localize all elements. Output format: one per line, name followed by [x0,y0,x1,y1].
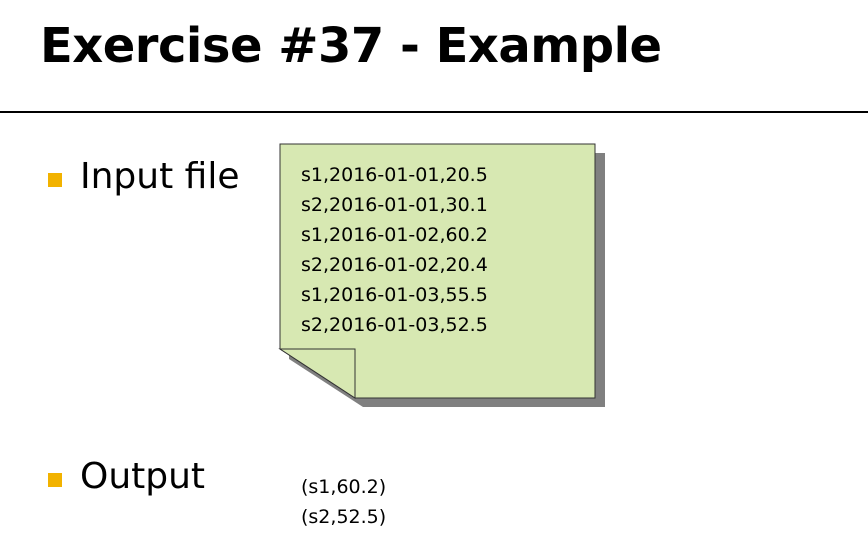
input-line: s2,2016-01-01,30.1 [301,194,488,216]
input-line: s1,2016-01-03,55.5 [301,284,488,306]
input-line: s1,2016-01-02,60.2 [301,224,488,246]
sticky-note-shape [278,143,605,407]
input-line: s2,2016-01-02,20.4 [301,254,488,276]
title-divider [0,111,868,113]
input-file-content: s1,2016-01-01,20.5 s2,2016-01-01,30.1 s1… [301,160,488,340]
sticky-note [278,143,605,407]
output-label: Output [80,456,206,497]
slide-title: Exercise #37 - Example [40,18,662,74]
input-file-label: Input file [80,156,240,197]
output-content: (s1,60.2) (s2,52.5) [301,472,386,532]
input-line: s2,2016-01-03,52.5 [301,314,488,336]
input-line: s1,2016-01-01,20.5 [301,164,488,186]
output-line: (s2,52.5) [301,506,387,528]
bullet-square-icon [48,473,62,487]
bullet-square-icon [48,173,62,187]
output-line: (s1,60.2) [301,476,387,498]
